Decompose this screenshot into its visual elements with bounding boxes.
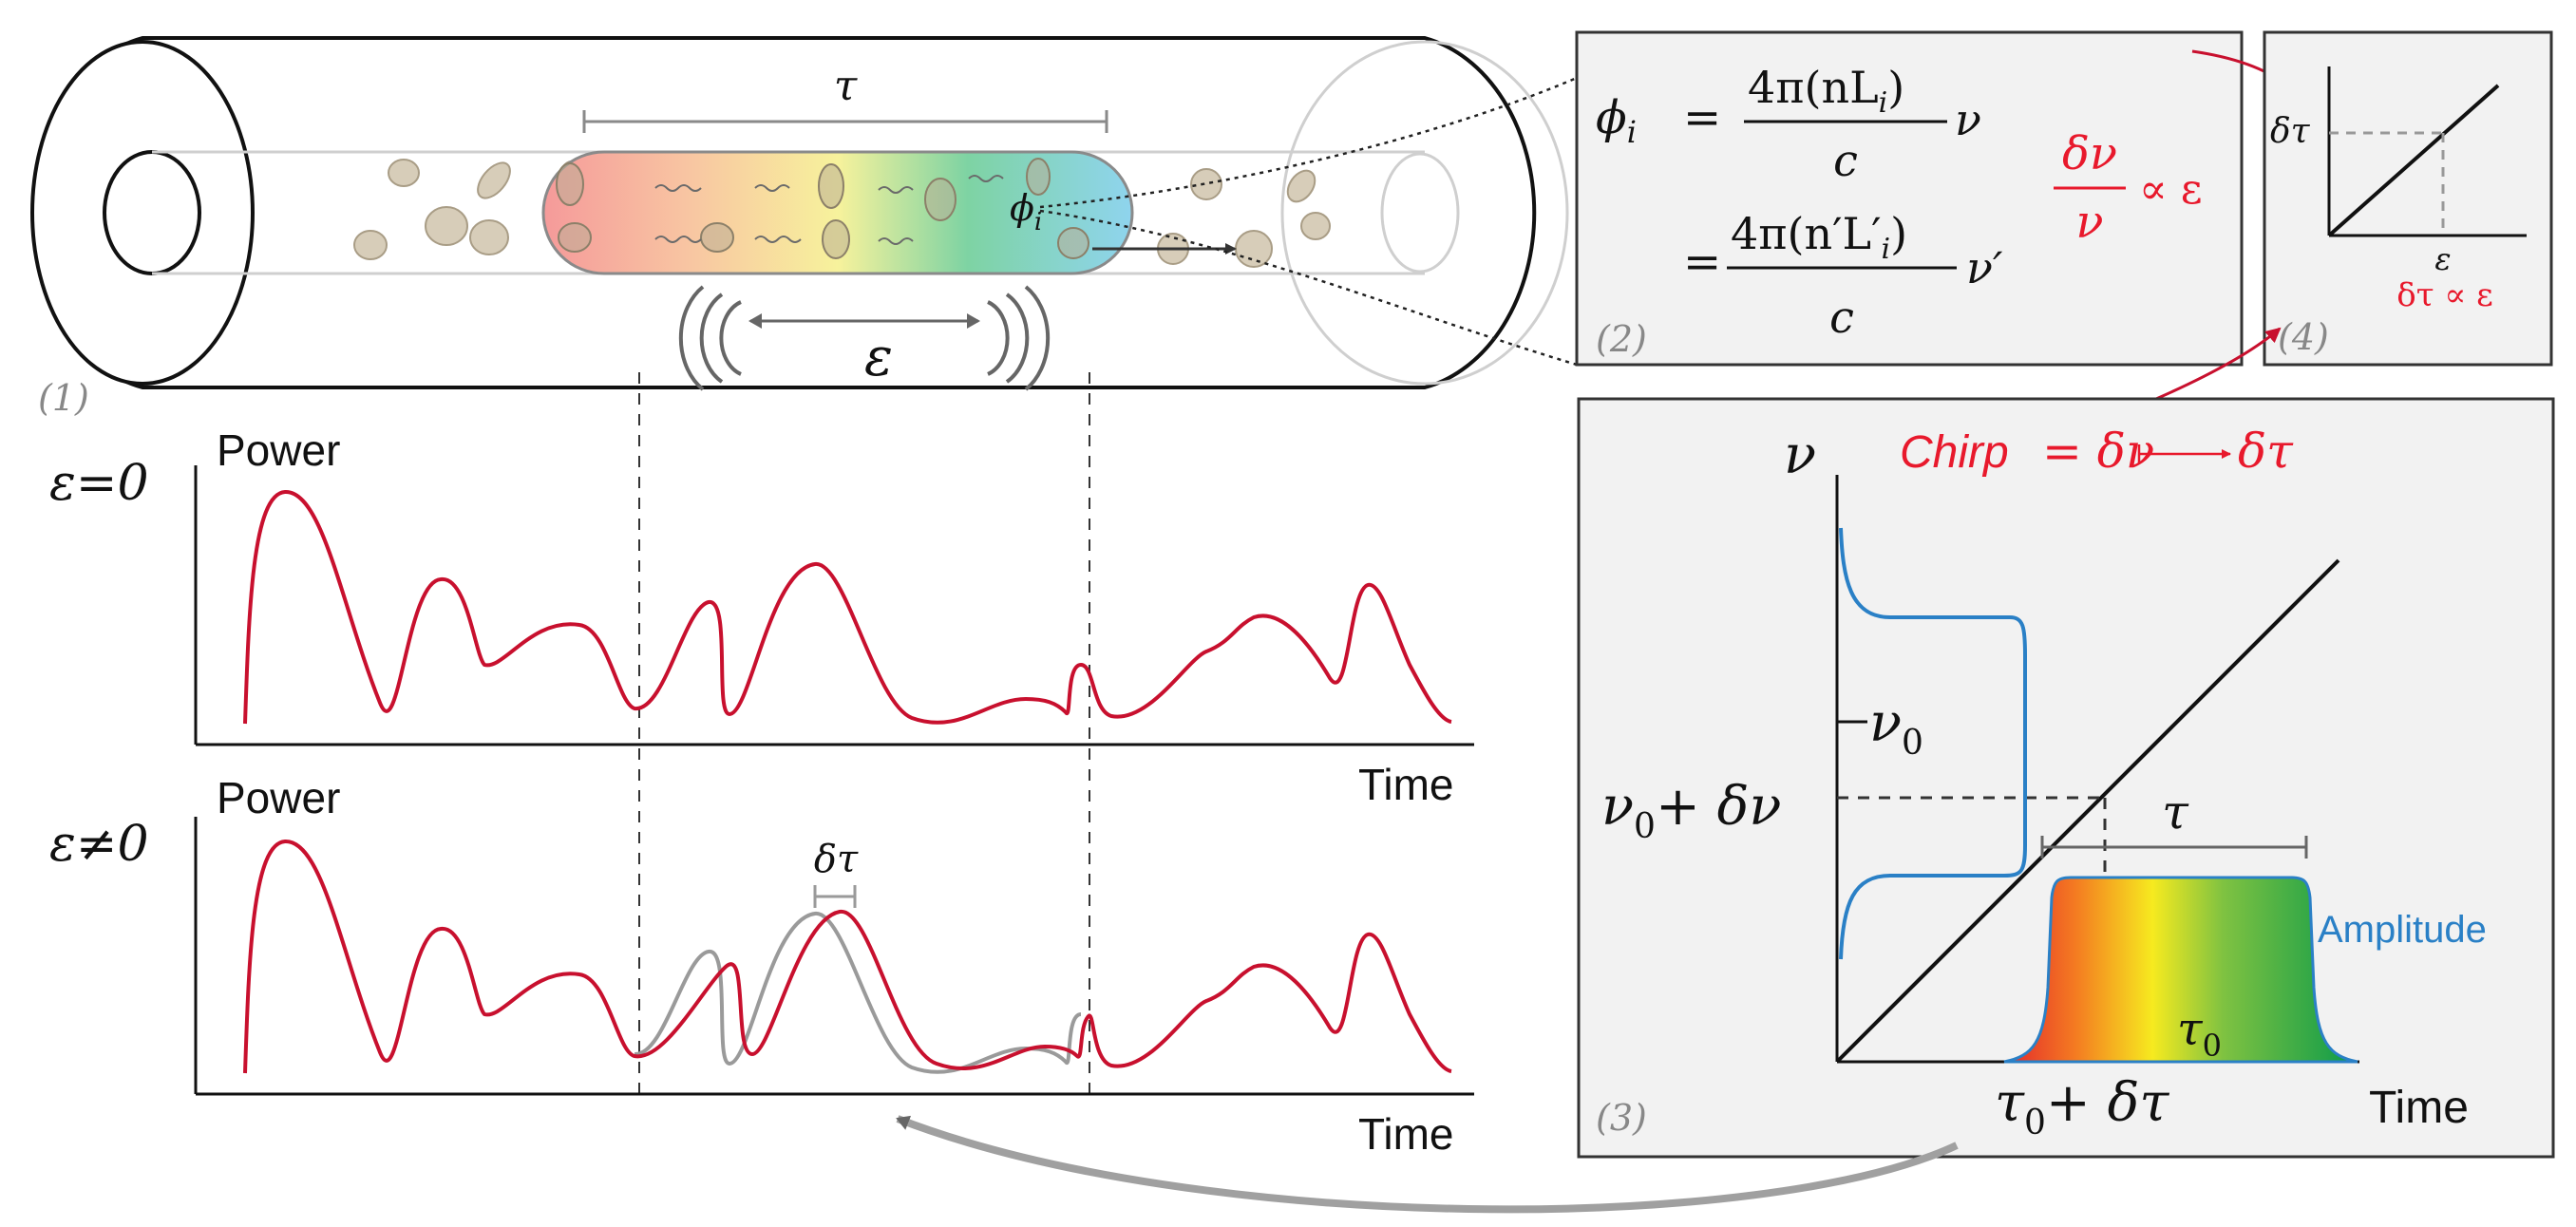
tau0-label: τ0 xyxy=(2177,1003,2222,1064)
chirp-label: Chirp xyxy=(1900,427,2009,478)
chirp-target: δτ xyxy=(2238,424,2294,479)
chirp-panel: τ Amplitude τ0 ν Chirp = δν δτ ν0 ν0+ δν… xyxy=(1577,397,2555,1159)
phi-label: ϕi xyxy=(1010,187,1042,236)
bottom-epsilon-label: ε≠0 xyxy=(49,816,149,873)
eq1-denominator: c xyxy=(1833,135,1858,186)
top-signal-curve xyxy=(243,489,1452,725)
connector-dotted-1 xyxy=(1039,76,1578,209)
delta-tau-proportional: δτ ∝ ε xyxy=(2396,276,2493,314)
feedback-arrow xyxy=(896,1115,1959,1214)
bottom-power-label: Power xyxy=(217,773,340,822)
panel1-number: (1) xyxy=(38,377,89,419)
top-epsilon-label: ε=0 xyxy=(49,455,149,512)
phi-i-symbol: ϕi xyxy=(1596,91,1637,150)
fiber-back-face xyxy=(1280,40,1569,386)
delta-tau-axis-label: δτ xyxy=(2270,112,2311,151)
amplitude-label: Amplitude xyxy=(2318,909,2487,951)
ratio-denominator: ν xyxy=(2075,196,2103,249)
panel2-number: (2) xyxy=(1596,318,1647,360)
rainbow-pulse xyxy=(2003,876,2358,1064)
epsilon-axis-label: ε xyxy=(2434,241,2451,277)
plot-bottom: δτ ε≠0 Power Time xyxy=(49,773,1474,1159)
epsilon-label: ε xyxy=(864,327,893,388)
fiber-panel: τ ϕi ε (1) xyxy=(30,36,1569,419)
chirp-tau-label: τ xyxy=(2162,784,2189,840)
backscatter-wavelets xyxy=(654,175,1004,245)
eq2-denominator: c xyxy=(1829,292,1854,343)
chirp-equation: = δν xyxy=(2042,424,2154,479)
tau-bracket xyxy=(582,110,1108,133)
top-power-label: Power xyxy=(217,425,340,475)
linear-relation-panel: δτ ε δτ ∝ ε (4) xyxy=(2263,30,2553,367)
linear-line xyxy=(2327,84,2500,237)
tau-label: τ xyxy=(834,62,858,110)
nu0-dnu-label: ν0+ δν xyxy=(1601,776,1781,846)
panel3-number: (3) xyxy=(1596,1097,1647,1139)
pulse-capsule xyxy=(541,150,1134,275)
eq2-nu-prime: ν′ xyxy=(1966,242,2003,293)
eq1-equals: = xyxy=(1683,91,1721,144)
bottom-time-label: Time xyxy=(1358,1109,1454,1159)
amplitude-blue-curve xyxy=(1839,527,2027,960)
plot-top: ε=0 Power Time xyxy=(49,425,1474,809)
fiber-back-core xyxy=(1380,152,1460,274)
nu-axis-label: ν xyxy=(1784,425,1816,486)
bottom-signal-curve xyxy=(243,839,1452,1074)
ratio-proportional: ∝ ε xyxy=(2139,165,2203,214)
delta-tau-label: δτ xyxy=(814,838,859,881)
bottom-reference-curve xyxy=(634,912,1082,1074)
top-time-label: Time xyxy=(1358,760,1454,809)
arrow-panel3-to-panel4 xyxy=(2155,327,2282,401)
strain-vibration-icon xyxy=(678,285,1051,391)
tau0-dtau-label: τ0+ δτ xyxy=(1995,1072,2169,1142)
eq1-nu: ν xyxy=(1955,94,1981,145)
connector-dotted-2 xyxy=(1039,209,1578,367)
eq1-numerator: 4π(nLi) xyxy=(1748,62,1904,120)
delta-tau-bracket xyxy=(813,885,857,908)
chirp-diagonal xyxy=(1835,558,2340,1064)
chirp-time-label: Time xyxy=(2369,1083,2469,1133)
ratio-numerator: δν xyxy=(2062,127,2117,180)
chirp-tau-bracket xyxy=(2040,836,2308,859)
capsule-scatterers xyxy=(556,158,1089,259)
nu0-label: ν0 xyxy=(1869,692,1923,763)
eq2-equals: = xyxy=(1683,236,1721,289)
panel4-number: (4) xyxy=(2278,316,2329,358)
fiber-front-core xyxy=(103,150,201,275)
eq2-numerator: 4π(n′L′i) xyxy=(1731,208,1907,266)
equation-panel: ϕi = 4π(nLi) c ν = 4π(n′L′i) c ν′ δν ν ∝… xyxy=(1575,30,2244,367)
